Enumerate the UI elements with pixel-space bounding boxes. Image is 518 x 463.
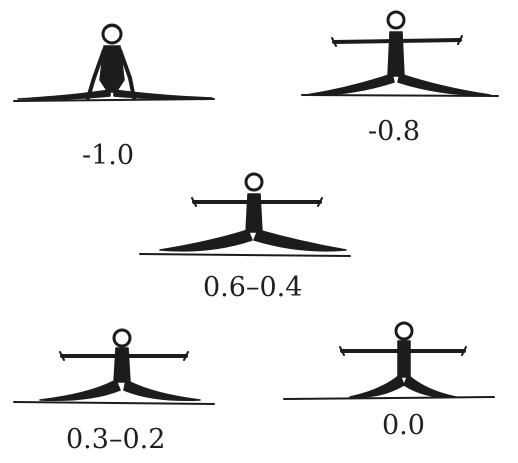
figure-split-0-3-0-2 <box>0 320 230 420</box>
figure-label: -0.8 <box>368 116 421 147</box>
split-illustration <box>13 23 215 102</box>
figure-split-minus-1-0 <box>0 0 240 130</box>
figure-split-minus-0-8 <box>290 0 518 110</box>
split-illustration <box>283 321 495 400</box>
figure-label: 0.0 <box>382 410 425 441</box>
split-illustration <box>13 328 215 405</box>
figure-split-0-6-0-4 <box>130 160 370 270</box>
split-illustration <box>139 172 351 257</box>
figure-split-0-0 <box>280 315 510 415</box>
figure-label: -1.0 <box>82 140 135 171</box>
figure-label: 0.6–0.4 <box>203 272 303 303</box>
figure-label: 0.3–0.2 <box>66 424 166 455</box>
split-illustration <box>301 10 499 97</box>
